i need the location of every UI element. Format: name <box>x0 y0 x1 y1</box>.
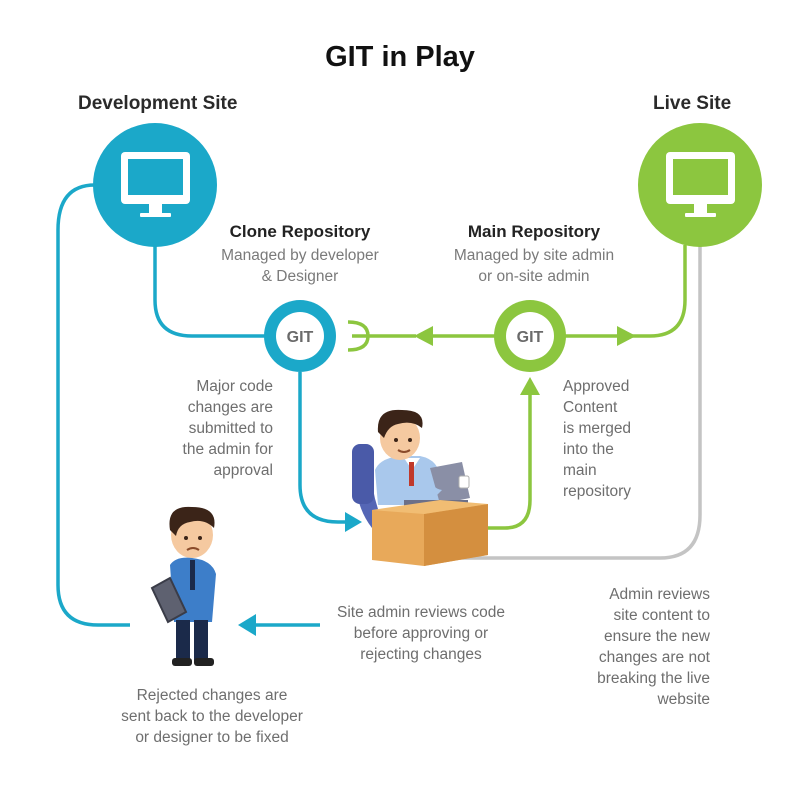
clone-repository-line-2: & Designer <box>261 268 339 285</box>
clone-to-desk-arrowhead <box>345 512 362 532</box>
approved-note-line: main <box>563 462 597 479</box>
clone-git-badge: GIT <box>287 329 314 346</box>
approved-note-line: Content <box>563 399 618 416</box>
submitted-note-line: submitted to <box>188 420 273 437</box>
admin-reviews-note-line: site content to <box>613 607 710 624</box>
rejected-developer-illustration <box>150 506 216 666</box>
desk-to-main-line <box>485 392 532 530</box>
submitted-note-line: Major code <box>196 378 273 395</box>
main-repository-block: Main Repository Managed by site admin or… <box>436 222 632 287</box>
clone-repository-title: Clone Repository <box>229 222 371 241</box>
admin-reviews-note-line: website <box>657 691 710 708</box>
main-to-live-arrowhead <box>617 326 636 346</box>
review-note-line: rejecting changes <box>360 646 482 663</box>
rejected-note-line: or designer to be fixed <box>135 729 289 746</box>
rejected-return-line <box>56 183 130 627</box>
desk-to-main-arrowhead <box>520 377 540 395</box>
approved-note: Approved Content is merged into the main… <box>563 376 673 502</box>
monitor-icon <box>666 152 735 217</box>
review-note: Site admin reviews code before approving… <box>316 602 526 665</box>
diagram-title: GIT in Play <box>325 41 475 73</box>
rejected-note-line: Rejected changes are <box>136 687 288 704</box>
approved-note-line: repository <box>563 483 632 500</box>
main-git-node: GIT <box>494 300 566 372</box>
live-to-desk-line <box>430 245 702 560</box>
rejected-note-line: sent back to the developer <box>121 708 303 725</box>
clone-repository-line-1: Managed by developer <box>221 247 379 264</box>
admin-reviews-note-line: changes are not <box>598 649 710 666</box>
clone-git-node: GIT <box>264 300 336 372</box>
clone-to-desk-line <box>298 372 345 524</box>
submitted-note-line: changes are <box>187 399 273 416</box>
submitted-note-line: approval <box>213 462 273 479</box>
admin-at-desk-illustration <box>352 409 488 566</box>
admin-reviews-note-line: ensure the new <box>604 628 710 645</box>
submitted-note-line: the admin for <box>182 441 273 458</box>
clone-repository-block: Clone Repository Managed by developer & … <box>205 222 395 287</box>
development-site-node <box>93 123 217 247</box>
approved-note-line: into the <box>563 441 614 458</box>
approved-note-line: is merged <box>563 420 632 437</box>
main-to-live-line <box>565 245 687 338</box>
review-note-line: before approving or <box>353 625 489 642</box>
review-note-line: Site admin reviews code <box>337 604 505 621</box>
main-git-badge: GIT <box>517 329 544 346</box>
live-site-node <box>638 123 762 247</box>
admin-reviews-note-line: breaking the live <box>597 670 710 687</box>
review-to-rejected-arrowhead <box>238 614 256 636</box>
development-site-label: Development Site <box>78 93 238 114</box>
main-to-clone-arrowhead <box>414 326 433 346</box>
main-repository-line-1: Managed by site admin <box>453 247 615 264</box>
clone-socket <box>347 320 370 352</box>
rejected-note: Rejected changes are sent back to the de… <box>100 685 324 748</box>
monitor-icon <box>121 152 190 217</box>
admin-reviews-note: Admin reviews site content to ensure the… <box>560 584 710 710</box>
main-repository-title: Main Repository <box>467 222 601 241</box>
live-site-label: Live Site <box>653 93 732 114</box>
dev-to-clone-line <box>153 240 265 338</box>
admin-reviews-note-line: Admin reviews <box>609 586 710 603</box>
submitted-note: Major code changes are submitted to the … <box>150 376 273 481</box>
approved-note-line: Approved <box>563 378 630 395</box>
main-repository-line-2: or on-site admin <box>478 268 590 285</box>
